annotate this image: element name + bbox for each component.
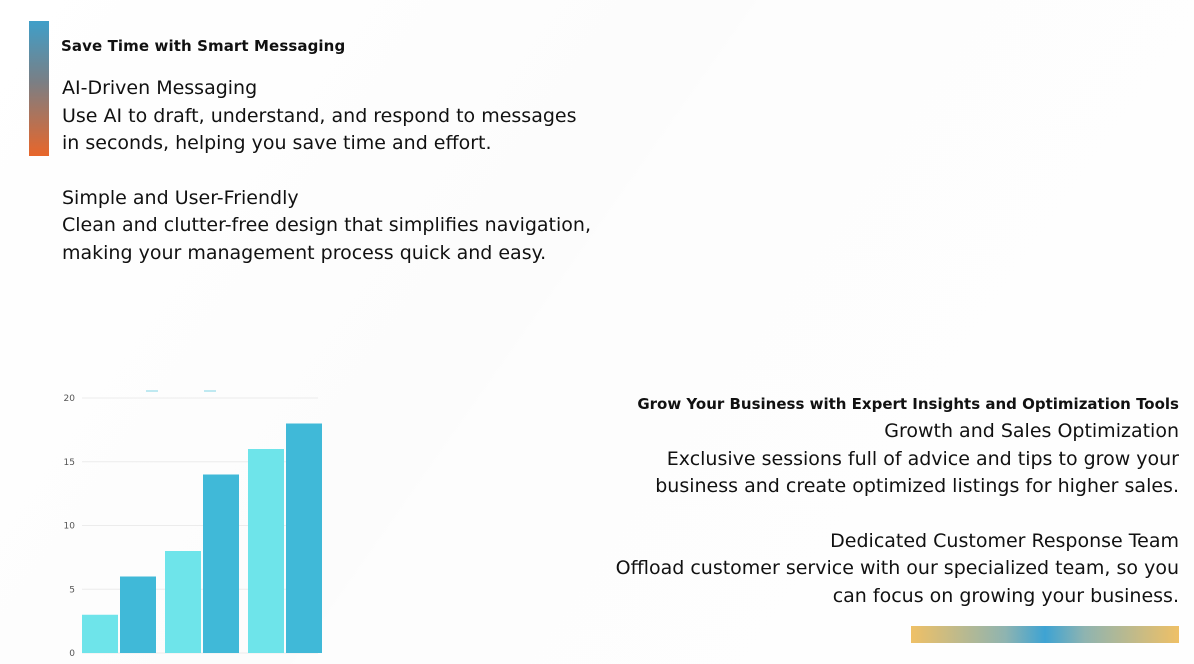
feature-heading: Dedicated Customer Response Team — [830, 529, 1179, 552]
y-tick-label: 5 — [69, 585, 75, 595]
messaging-features: AI-Driven Messaging Use AI to draft, und… — [62, 75, 592, 267]
bar — [165, 551, 201, 653]
bar — [82, 614, 118, 653]
bar — [286, 423, 322, 653]
decorative-gradient-bar — [911, 626, 1179, 643]
bar-chart-svg: 0 5 10 15 20 — [64, 390, 322, 659]
growth-section-title: Grow Your Business with Expert Insights … — [637, 395, 1179, 413]
y-tick-label: 20 — [64, 394, 76, 404]
accent-bar — [29, 21, 49, 156]
feature-text: Clean and clutter-free design that simpl… — [62, 214, 591, 264]
y-tick-label: 10 — [64, 522, 76, 532]
feature-heading: Simple and User-Friendly — [62, 186, 299, 209]
y-tick-label: 15 — [64, 458, 75, 468]
y-tick-label: 0 — [69, 649, 75, 659]
growth-section: Grow Your Business with Expert Insights … — [579, 394, 1179, 610]
feature-text: Offload customer service with our specia… — [615, 557, 1179, 607]
feature-heading: AI-Driven Messaging — [62, 77, 258, 99]
feature-text: Exclusive sessions full of advice and ti… — [655, 447, 1179, 498]
bar — [203, 474, 239, 653]
messaging-section-title: Save Time with Smart Messaging — [61, 37, 346, 55]
bar-chart: 0 5 10 15 20 — [50, 380, 340, 664]
bar — [248, 449, 284, 653]
growth-features: Growth and Sales Optimization Exclusive … — [579, 418, 1179, 610]
legend-marker — [146, 390, 158, 392]
bar — [120, 576, 156, 653]
feature-text: Use AI to draft, understand, and respond… — [62, 104, 577, 155]
legend-marker — [204, 390, 216, 392]
feature-heading: Growth and Sales Optimization — [884, 420, 1179, 442]
